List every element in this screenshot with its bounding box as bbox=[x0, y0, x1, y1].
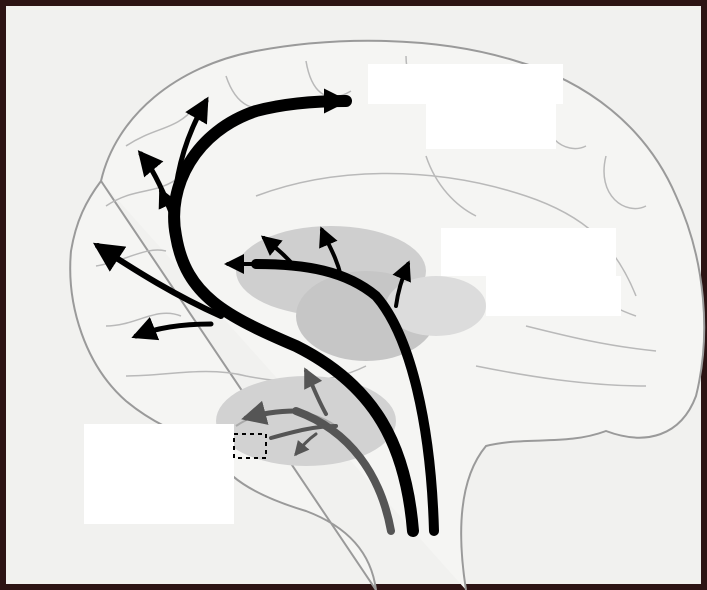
brain-pathway-diagram bbox=[12, 12, 707, 590]
label-box-striatum-2 bbox=[486, 276, 621, 316]
label-box-frontal-2 bbox=[426, 104, 556, 149]
label-box-frontal bbox=[368, 64, 563, 104]
label-box-striatum bbox=[441, 228, 616, 276]
label-box-midbrain bbox=[84, 424, 234, 524]
